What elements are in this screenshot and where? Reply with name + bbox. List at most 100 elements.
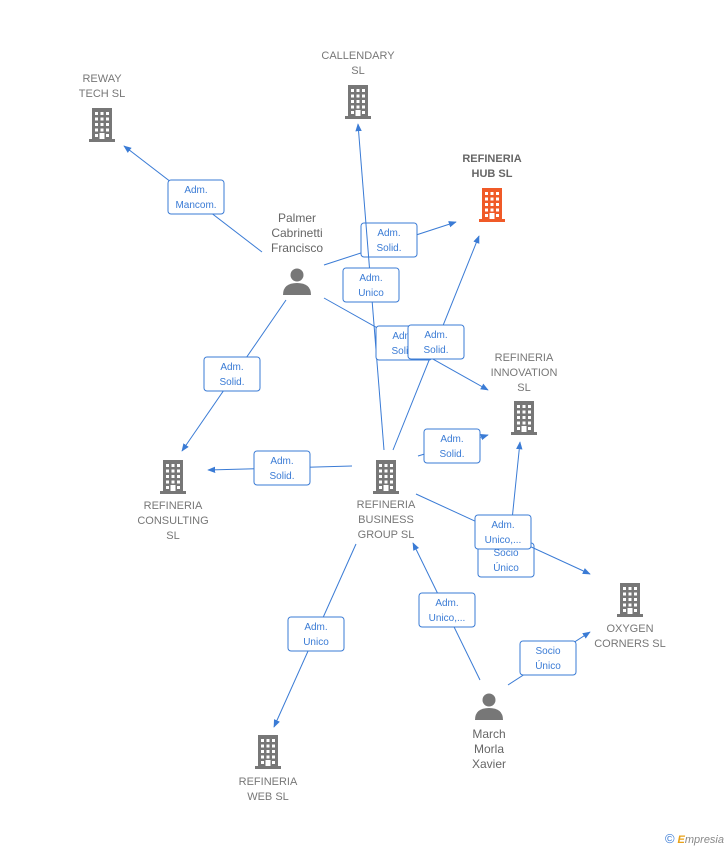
relation-label: Solid. [376,243,401,254]
relation-label: Único [493,561,519,574]
edge-e4: Adm. Solid. [181,299,287,452]
company-name: REWAY [82,73,122,85]
company-name: CORNERS SL [594,638,666,650]
relation-badge[interactable]: Adm. Solid. [253,450,311,486]
company-node-callendary[interactable]: CALLENDARY SL [321,50,395,119]
relation-label: Socio [493,548,518,559]
building-icon [617,583,643,617]
company-name: HUB SL [472,168,513,180]
company-name: SL [351,65,364,77]
building-icon [160,460,186,494]
person-name: March [472,727,505,741]
relation-label: Único [535,659,561,672]
relation-label: Solid. [391,346,416,357]
relation-label: Adm. [220,362,243,373]
building-icon [373,460,399,494]
brand-logo[interactable]: Empresia [677,834,724,846]
company-name: REFINERIA [462,153,521,165]
person-name: Palmer [278,211,316,225]
edge-e2: Adm.Solid. [323,221,457,266]
company-name: TECH SL [79,88,125,100]
edge-e6: Adm. Solid. [392,235,480,451]
relation-badge[interactable]: Adm. Unico [342,267,400,303]
footer-credit: ©Empresia [665,831,724,846]
company-name: CONSULTING [137,515,208,527]
relation-label: Unico [303,637,329,648]
company-node-refweb[interactable]: REFINERIA WEB SL [239,735,298,803]
company-name: CALLENDARY [321,50,395,62]
edge-e1: Adm. Mancom. [123,145,263,253]
relation-label: Adm. [304,622,327,633]
person-name: Cabrinetti [271,226,322,240]
relation-label: Mancom. [175,200,216,211]
company-node-refinnov[interactable]: REFINERIA INNOVATION SL [491,352,558,435]
company-node-refcons[interactable]: REFINERIA CONSULTING SL [137,460,209,542]
relation-label: Solid. [423,345,448,356]
edge-e7: Adm. Solid. [207,450,353,486]
building-icon [345,85,371,119]
edge-e11: Adm. Unico [273,543,357,728]
company-name: OXYGEN [606,623,653,635]
edge-e10: Adm. Unico,... [415,493,591,575]
company-name: SL [166,530,179,542]
relation-badge[interactable]: Adm. Solid. [407,324,465,360]
company-name: REFINERIA [144,500,203,512]
relation-label: Solid. [219,377,244,388]
person-icon [475,693,503,720]
relation-badge[interactable]: Adm. Unico [287,616,345,652]
edge-e8: Adm. Solid. [417,428,489,464]
company-node-refbiz[interactable]: REFINERIA BUSINESS GROUP SL [357,460,416,541]
relation-label: Unico [358,288,384,299]
building-icon [511,401,537,435]
copyright-icon: © [664,831,675,846]
relation-label: Unico,... [485,535,522,546]
company-node-reway[interactable]: REWAY TECH SL [79,73,125,142]
person-name: Morla [474,742,504,756]
relation-label: Adm. [184,185,207,196]
building-icon [255,735,281,769]
relation-label: Adm. [270,456,293,467]
company-name: INNOVATION [491,367,558,379]
building-icon [479,188,505,222]
relation-badge[interactable]: Adm.Solid. [360,222,418,258]
relation-badge[interactable]: Adm. Unico,... [474,514,532,550]
relation-label: Adm. [359,273,382,284]
company-name: GROUP SL [358,529,415,541]
company-name: REFINERIA [239,776,298,788]
company-name: BUSINESS [358,514,414,526]
building-icon [89,108,115,142]
company-node-refhub[interactable]: REFINERIA HUB SL [462,153,522,222]
relation-label: Socio [535,646,560,657]
relation-label: Adm. [435,598,458,609]
relation-badge[interactable]: Adm. Solid. [423,428,481,464]
company-name: WEB SL [247,791,289,803]
company-name: SL [517,382,530,394]
edge-e12: Adm. Unico,... [412,542,481,681]
relation-label: Solid. [269,471,294,482]
person-name: Francisco [271,241,323,255]
edges-layer: Adm.Mancom.Adm.Solid.Adm.UnicoAdm.Solid.… [123,123,591,728]
company-name: REFINERIA [357,499,416,511]
relation-label: Adm. [392,331,415,342]
relation-label: Solid. [439,449,464,460]
relation-badge[interactable]: Adm. Unico,... [418,592,476,628]
person-icon [283,268,311,295]
person-name: Xavier [472,757,506,771]
relation-label: Unico,... [429,613,466,624]
relation-badge[interactable]: Adm. Solid. [203,356,261,392]
relation-badge[interactable]: Adm. Mancom. [167,179,225,215]
company-node-oxygen[interactable]: OXYGEN CORNERS SL [594,583,666,650]
edge-e3: Adm. Unico [342,123,400,451]
company-name: REFINERIA [495,352,554,364]
relation-label: Adm. [491,520,514,531]
relation-label: Adm. [440,434,463,445]
relation-label: Adm. [424,330,447,341]
edge-line [511,441,523,521]
